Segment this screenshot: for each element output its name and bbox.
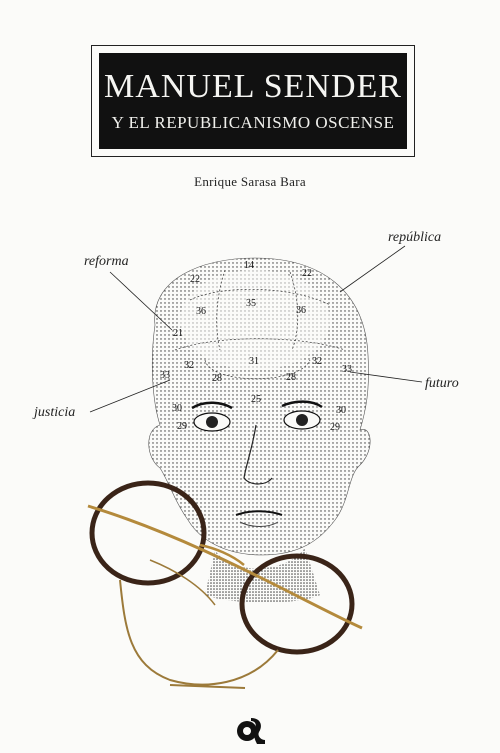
author-name: Enrique Sarasa Bara — [194, 174, 306, 189]
region-number: 28 — [286, 372, 296, 383]
phrenology-illustration: 14 22 22 36 35 36 21 32 31 32 33 28 28 3… — [0, 210, 500, 710]
label-pointers — [89, 245, 423, 413]
region-number: 36 — [196, 306, 206, 317]
label-futuro: futuro — [425, 376, 459, 391]
region-number: 33 — [342, 364, 352, 375]
forehead-highlight — [180, 270, 330, 370]
region-number: 30 — [336, 405, 346, 416]
nose — [243, 424, 273, 485]
region-number: 29 — [177, 421, 187, 432]
eyeglasses — [87, 480, 363, 689]
region-number: 31 — [249, 356, 259, 367]
head-numbers: 14 22 22 36 35 36 21 32 31 32 33 28 28 3… — [160, 260, 352, 433]
title-frame: MANUEL SENDER Y EL REPUBLICANISMO OSCENS… — [91, 45, 415, 157]
region-number: 35 — [246, 298, 256, 309]
region-number: 33 — [160, 370, 170, 381]
mouth — [235, 510, 283, 516]
title-box: MANUEL SENDER Y EL REPUBLICANISMO OSCENS… — [99, 53, 407, 149]
region-number: 28 — [212, 373, 222, 384]
label-reforma: reforma — [84, 254, 129, 269]
phrenology-head-drawing: 14 22 22 36 35 36 21 32 31 32 33 28 28 3… — [87, 245, 423, 689]
label-republica: república — [388, 230, 442, 245]
region-number: 25 — [251, 394, 261, 405]
region-number: 32 — [184, 360, 194, 371]
region-number: 32 — [312, 356, 322, 367]
book-title: MANUEL SENDER — [104, 68, 402, 105]
book-subtitle: Y EL REPUBLICANISMO OSCENSE — [111, 113, 395, 132]
region-number: 14 — [244, 260, 254, 271]
region-number: 30 — [172, 403, 182, 414]
region-number: 36 — [296, 305, 306, 316]
region-number: 21 — [173, 328, 183, 339]
region-number: 22 — [190, 274, 200, 285]
label-justicia: justicia — [34, 405, 76, 420]
neck — [205, 548, 320, 603]
region-number: 22 — [302, 268, 312, 279]
region-number: 29 — [330, 422, 340, 433]
publisher-logo-icon — [237, 718, 265, 744]
